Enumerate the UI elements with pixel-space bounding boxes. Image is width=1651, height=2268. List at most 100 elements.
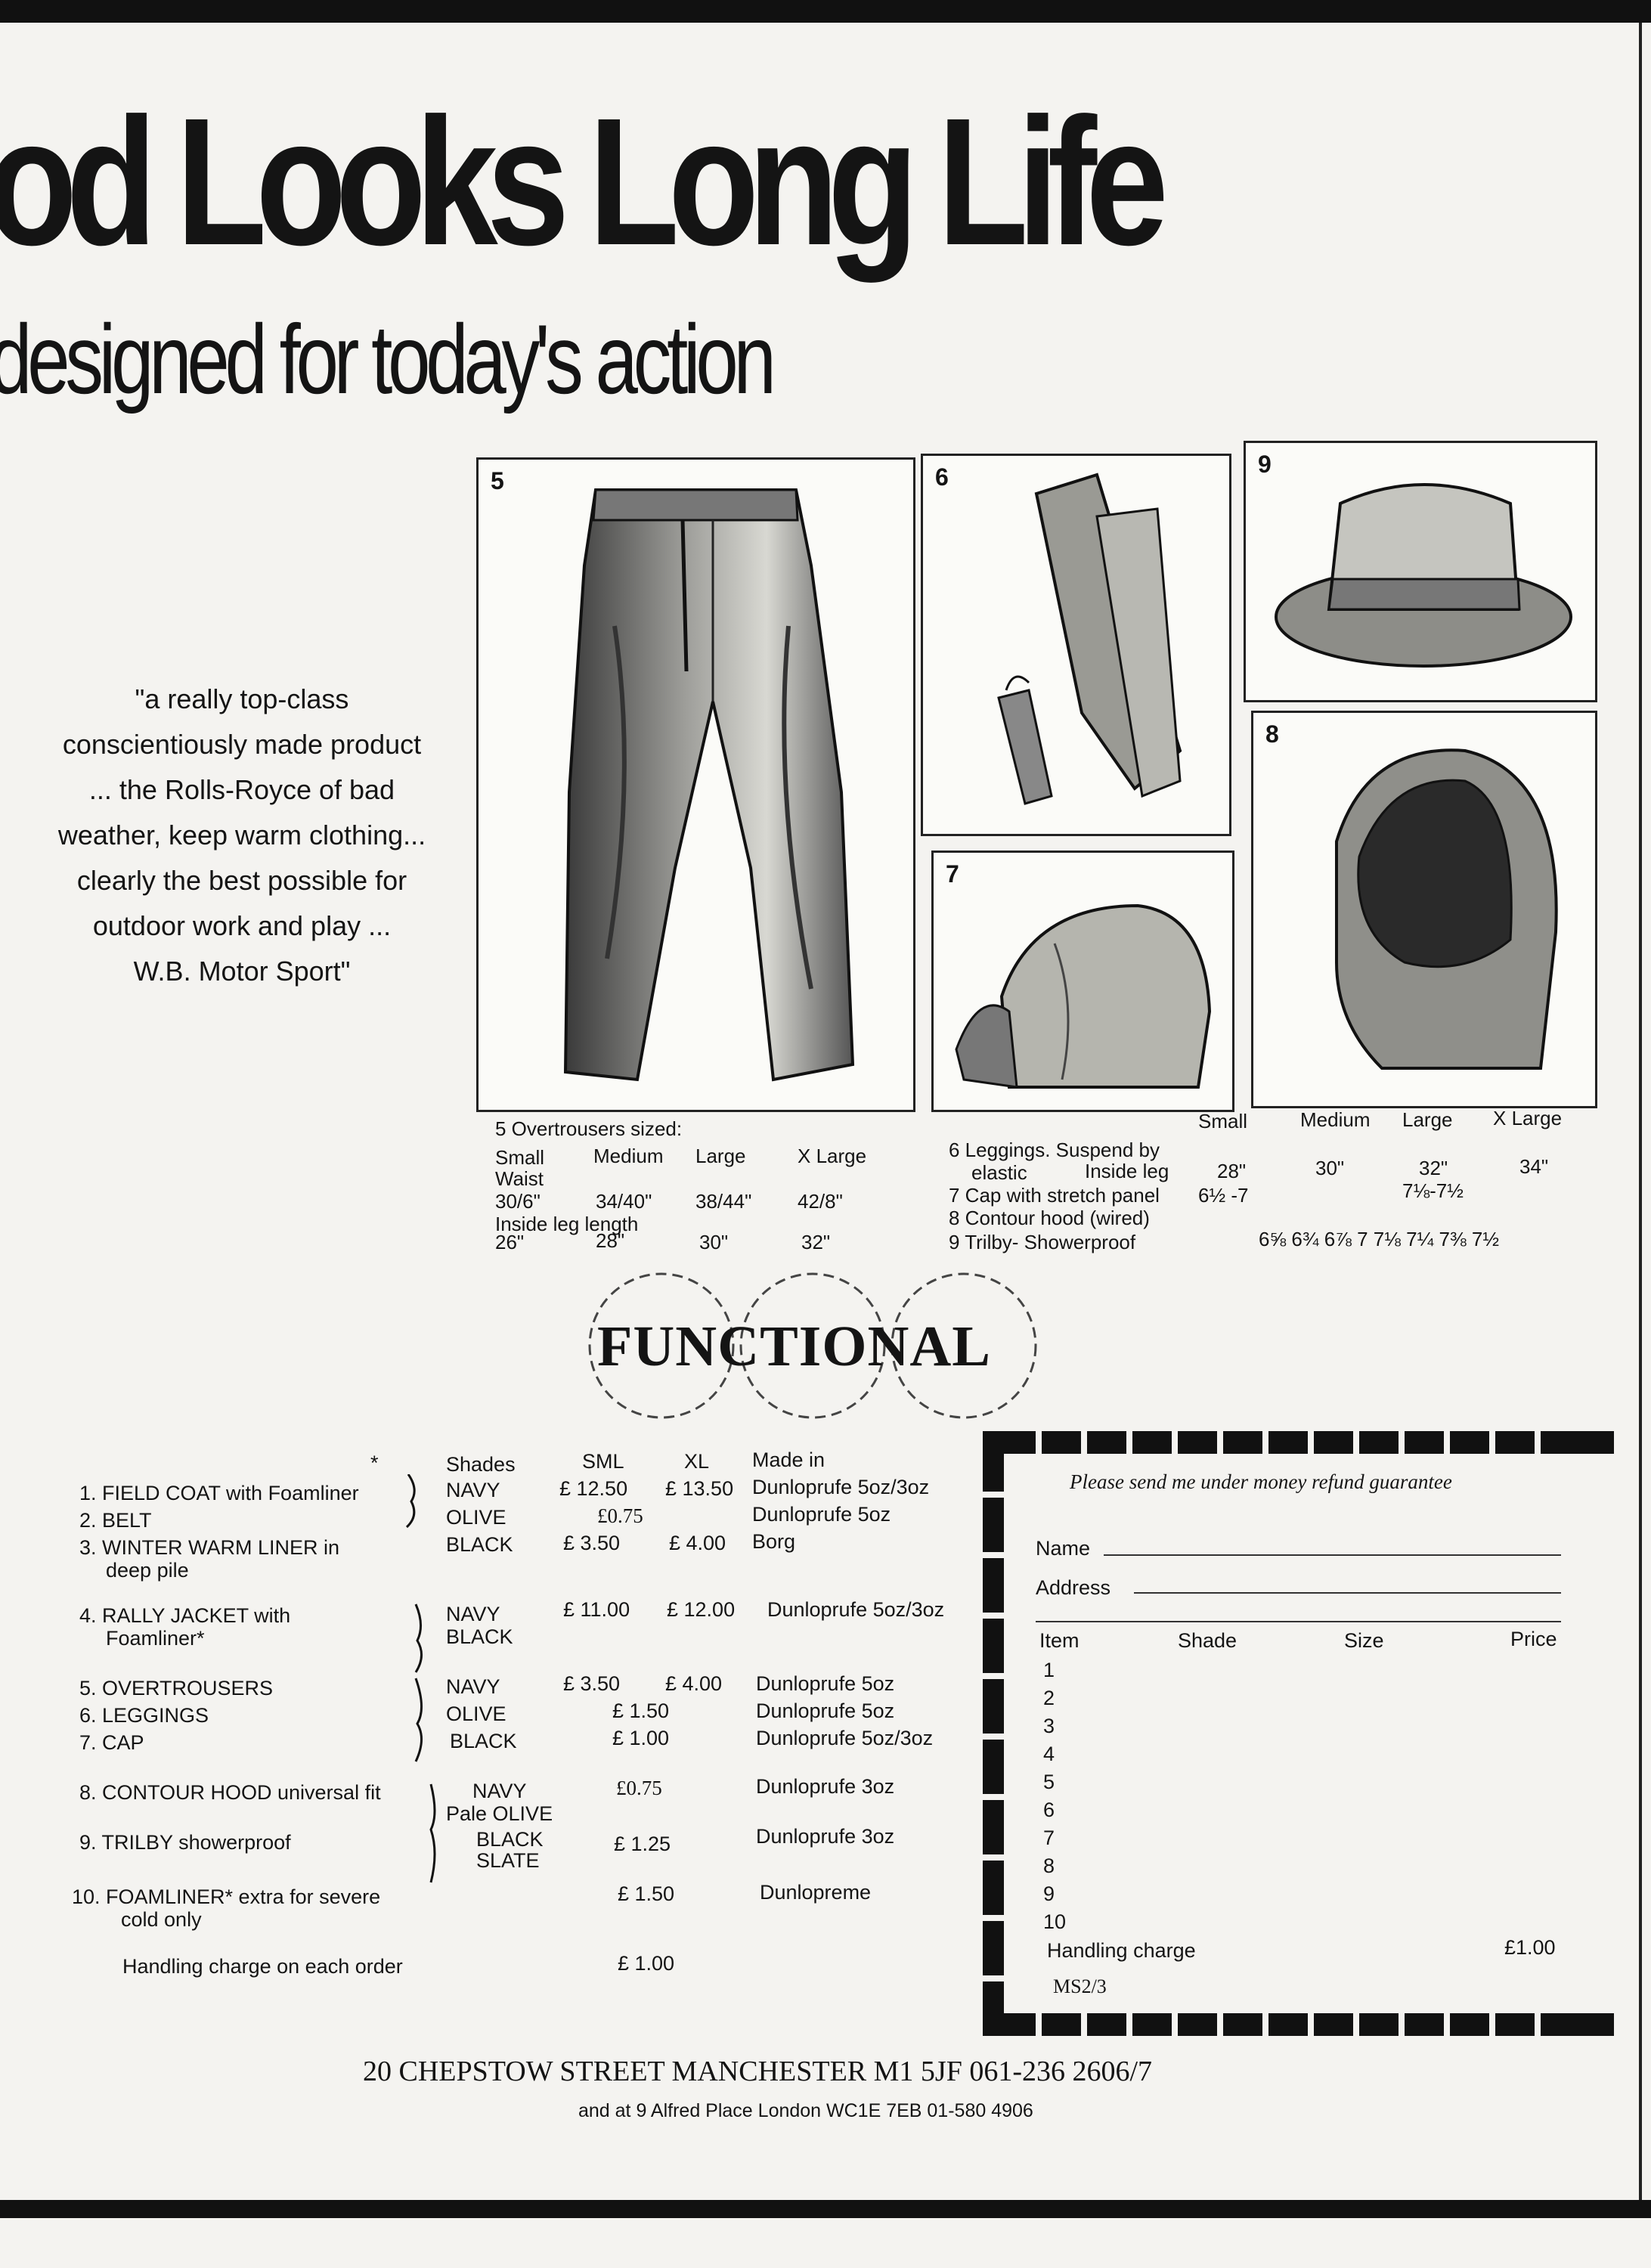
quote-line: clearly the best possible for <box>76 865 407 896</box>
item-shade: BLACK <box>446 1533 513 1556</box>
coupon-address-field[interactable] <box>1138 1572 1561 1594</box>
item-shade: NAVY <box>446 1675 500 1698</box>
leggings-elastic: elastic <box>971 1161 1027 1184</box>
item-name: 4. RALLY JACKET with <box>79 1604 291 1627</box>
quote-line: W.B. Motor Sport" <box>133 956 351 987</box>
leg-small: 28" <box>1217 1160 1247 1182</box>
handling-charge-label: Handling charge on each order <box>122 1955 403 1978</box>
header-made-in: Made in <box>752 1448 826 1471</box>
coupon-row-number[interactable]: 3 <box>1043 1715 1055 1737</box>
inside-xlarge: 32" <box>801 1231 831 1253</box>
quote-line: ... the Rolls-Royce of bad <box>88 774 395 805</box>
top-border <box>0 0 1651 23</box>
footnote-star: * <box>370 1452 379 1474</box>
trilby-illustration <box>1275 483 1572 668</box>
right-border <box>1639 23 1642 2200</box>
testimonial-quote: "a really top-class conscientiously made… <box>30 677 454 994</box>
item-price-sml: £ 3.50 <box>563 1532 621 1554</box>
coupon-address-label: Address <box>1036 1576 1111 1599</box>
coupon-col-size: Size <box>1344 1629 1384 1652</box>
waist-large: 38/44" <box>695 1190 752 1213</box>
item-name-cont: cold only <box>121 1908 202 1931</box>
panel-number: 6 <box>935 463 949 491</box>
item-made-in: Dunloprufe 5oz <box>756 1672 895 1695</box>
quote-line: weather, keep warm clothing... <box>57 820 426 850</box>
coupon-row-number[interactable]: 4 <box>1043 1743 1055 1765</box>
overtrousers-illustration <box>563 488 855 1082</box>
item-price-xl: £ 4.00 <box>669 1532 726 1554</box>
item-shade: OLIVE <box>446 1703 506 1725</box>
panel-number: 9 <box>1258 451 1272 478</box>
leg-medium: 30" <box>1315 1157 1345 1179</box>
coupon-col-shade: Shade <box>1178 1629 1237 1652</box>
item-name: 5. OVERTROUSERS <box>79 1677 274 1699</box>
functional-wordmark: FUNCTIONAL <box>597 1315 991 1378</box>
coupon-name-label: Name <box>1036 1537 1091 1560</box>
item-shade: NAVY <box>446 1603 500 1625</box>
product-panel-9: 9 <box>1244 441 1597 702</box>
product-panel-6: 6 <box>921 454 1231 836</box>
item-shade-alt: Pale OLIVE <box>446 1802 553 1825</box>
leg-large: 32" <box>1419 1157 1448 1179</box>
item-name: 9. TRILBY showerproof <box>79 1831 291 1854</box>
item-shade-alt: BLACK <box>446 1625 513 1648</box>
header-shades: Shades <box>446 1453 516 1476</box>
item-made-in: Dunloprufe 5oz <box>752 1503 891 1526</box>
header-sml: SML <box>582 1450 624 1473</box>
item-name: 8. CONTOUR HOOD universal fit <box>79 1781 381 1804</box>
item-name: 10. FOAMLINER* extra for severe <box>72 1885 381 1908</box>
panel-number: 7 <box>946 860 959 888</box>
coupon-row-number[interactable]: 6 <box>1043 1799 1055 1821</box>
coupon-intro: Please send me under money refund guaran… <box>1070 1470 1452 1493</box>
panel-number: 5 <box>491 467 504 494</box>
item-price-sml: £ 11.00 <box>563 1598 630 1621</box>
item-name: 1. FIELD COAT with Foamliner <box>79 1482 359 1504</box>
item-shade: NAVY <box>472 1780 527 1802</box>
leg-xlarge: 34" <box>1519 1155 1549 1178</box>
item-shade: NAVY <box>446 1479 500 1501</box>
coupon-name-field[interactable] <box>1107 1534 1561 1557</box>
item-price-xl: £ 12.00 <box>667 1598 736 1621</box>
inside-small: 26" <box>495 1231 525 1253</box>
coupon-row-number[interactable]: 8 <box>1043 1854 1055 1877</box>
subheadline: designed for today's action <box>0 304 776 414</box>
coupon-row-number[interactable]: 5 <box>1043 1771 1055 1793</box>
header-xl: XL <box>684 1450 710 1473</box>
coupon-row-number[interactable]: 9 <box>1043 1882 1055 1905</box>
size-header-medium: Medium <box>1300 1108 1371 1131</box>
order-coupon-border <box>983 1431 1614 2036</box>
item-name-cont: Foamliner* <box>106 1627 205 1650</box>
inside-large: 30" <box>699 1231 729 1253</box>
size-header-large: Large <box>695 1145 746 1167</box>
item-made-in: Dunlopreme <box>760 1881 872 1904</box>
coupon-row-number[interactable]: 1 <box>1043 1659 1055 1681</box>
item-shade-alt: SLATE <box>476 1849 540 1872</box>
item-made-in: Dunloprufe 3oz <box>756 1825 895 1848</box>
size-header-small: Small <box>1198 1110 1248 1132</box>
cap-line: 7 Cap with stretch panel <box>949 1184 1160 1207</box>
coupon-row-number[interactable]: 10 <box>1043 1910 1067 1933</box>
panel-number: 8 <box>1265 720 1279 748</box>
footer-branch: and at 9 Alfred Place London WC1E 7EB 01… <box>578 2100 1033 2121</box>
waist-medium: 34/40" <box>596 1190 652 1213</box>
coupon-row-number[interactable]: 7 <box>1043 1826 1055 1849</box>
coupon-row-number[interactable]: 2 <box>1043 1687 1055 1709</box>
size-header-small: Small <box>495 1146 545 1169</box>
coupon-handling-label: Handling charge <box>1047 1939 1196 1962</box>
leggings-inside-leg: Inside leg <box>1085 1160 1169 1182</box>
hood-line: 8 Contour hood (wired) <box>949 1207 1150 1229</box>
leggings-line: 6 Leggings. Suspend by <box>949 1139 1160 1161</box>
item-price-sml: £0.75 <box>597 1504 643 1527</box>
item-name: 2. BELT <box>79 1509 152 1532</box>
item-made-in: Dunloprufe 5oz <box>756 1699 895 1722</box>
item-shade: OLIVE <box>446 1506 506 1529</box>
inside-medium: 28" <box>596 1229 625 1252</box>
headline: od Looks Long Life <box>0 80 1169 283</box>
quote-line: "a really top-class <box>135 683 349 714</box>
leggings-illustration <box>997 472 1182 805</box>
cap-large: 7⅛-7½ <box>1402 1179 1464 1202</box>
cap-small: 6½ -7 <box>1198 1184 1249 1207</box>
item-name-cont: deep pile <box>106 1559 189 1582</box>
order-coupon: Please send me under money refund guaran… <box>983 1431 1614 2036</box>
size-header-large: Large <box>1402 1108 1453 1131</box>
